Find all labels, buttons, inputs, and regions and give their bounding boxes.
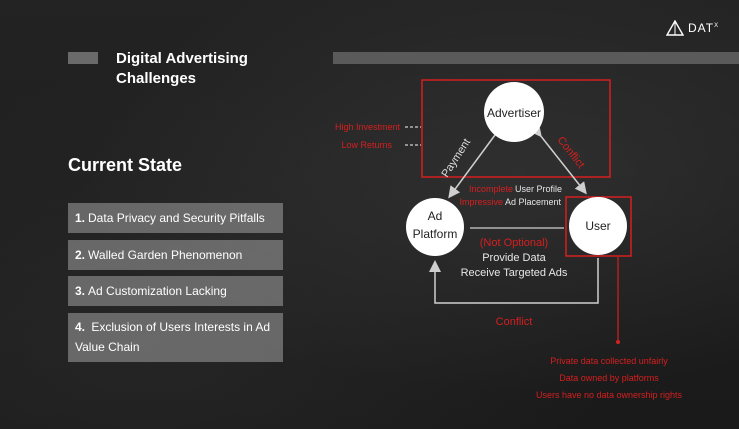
page-title: Digital Advertising Challenges xyxy=(116,50,248,87)
impressive-label: Impressive xyxy=(459,197,503,207)
dat-logo: DATX xyxy=(666,20,719,36)
user-node xyxy=(569,197,627,255)
dat-logo-icon xyxy=(666,20,684,36)
ad-platform-label-line1: Ad xyxy=(428,209,443,223)
conflict-top-label: Conflict xyxy=(555,134,587,170)
conflict-arrow-top xyxy=(529,124,587,195)
list-item: 2.Walled Garden Phenomenon xyxy=(68,240,283,270)
list-item: 4. Exclusion of Users Interests in Ad Va… xyxy=(68,313,283,362)
ad-platform-label-line2: Platform xyxy=(413,227,458,241)
user-notes-dot xyxy=(616,340,620,344)
note-private-data: Private data collected unfairly xyxy=(550,356,668,366)
header-divider-bar xyxy=(333,52,739,64)
advertiser-label: Advertiser xyxy=(487,106,541,120)
incomplete-label: Incomplete xyxy=(469,184,513,194)
section-title: Current State xyxy=(68,155,183,175)
user-highlight-box xyxy=(565,196,632,257)
conflict-bottom-label: Conflict xyxy=(496,316,533,328)
ad-placement-label: Ad Placement xyxy=(505,197,562,207)
ad-platform-node xyxy=(406,198,464,256)
receive-ads-label: Receive Targeted Ads xyxy=(461,267,568,279)
not-optional-label: (Not Optional) xyxy=(480,237,548,249)
user-label: User xyxy=(585,219,610,233)
note-no-ownership: Users have no data ownership rights xyxy=(536,390,683,400)
user-profile-label: User Profile xyxy=(515,184,562,194)
title-accent-bar xyxy=(68,52,98,64)
provide-data-label: Provide Data xyxy=(482,252,546,264)
payment-label: Payment xyxy=(439,137,473,180)
dat-logo-text: DATX xyxy=(688,21,720,35)
note-data-owned: Data owned by platforms xyxy=(559,373,659,383)
conflict-loop-arrow xyxy=(429,258,599,304)
list-item: 3.Ad Customization Lacking xyxy=(68,276,283,306)
high-investment-label: High Investment xyxy=(335,122,401,132)
list-item: 1.Data Privacy and Security Pitfalls xyxy=(68,203,283,233)
low-returns-label: Low Returns xyxy=(341,140,392,150)
advertiser-node xyxy=(484,82,544,142)
advertiser-highlight-box xyxy=(421,79,611,178)
payment-arrow xyxy=(448,134,496,199)
